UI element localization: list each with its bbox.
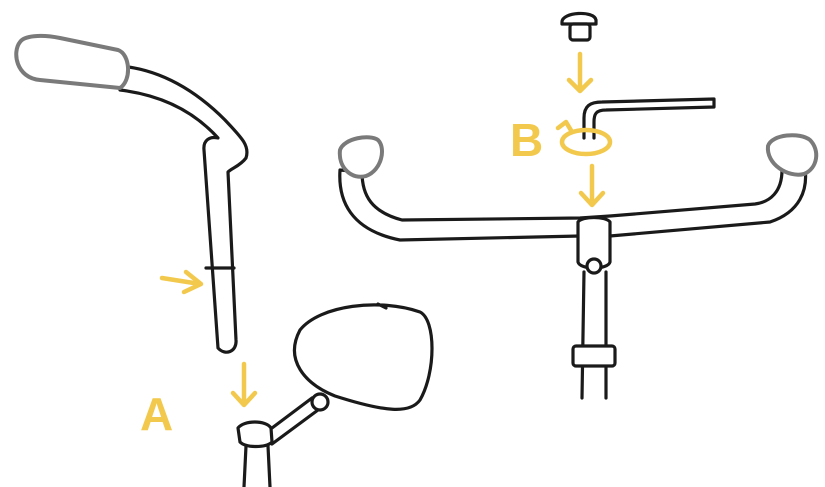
handlebar-grip: [14, 33, 130, 90]
step-label-a: A: [140, 388, 173, 440]
straight-handlebar: [338, 166, 808, 242]
stem-collar: [571, 344, 617, 368]
bolt: [560, 11, 598, 42]
left-grip: [337, 135, 384, 179]
down-arrow-to-key: [566, 51, 594, 94]
stem-tube: [236, 420, 274, 487]
rotation-arrow: [555, 119, 613, 157]
curved-handlebar: [118, 64, 249, 354]
panel-b-straight-handlebar: B: [337, 11, 819, 400]
insertion-arrow: [159, 269, 204, 295]
right-grip: [765, 133, 819, 177]
stem-tube-b: [571, 270, 617, 400]
step-label-b: B: [510, 114, 543, 166]
down-arrow-to-clamp: [578, 163, 606, 208]
stem-clamp: [576, 215, 612, 275]
down-arrow-a: [230, 361, 258, 408]
lamp-bracket: [270, 396, 320, 446]
bracket-bolt: [310, 392, 330, 412]
panel-a-handlebar-and-lamp: A: [14, 33, 434, 487]
lamp: [293, 302, 434, 411]
hex-key: [582, 97, 716, 140]
